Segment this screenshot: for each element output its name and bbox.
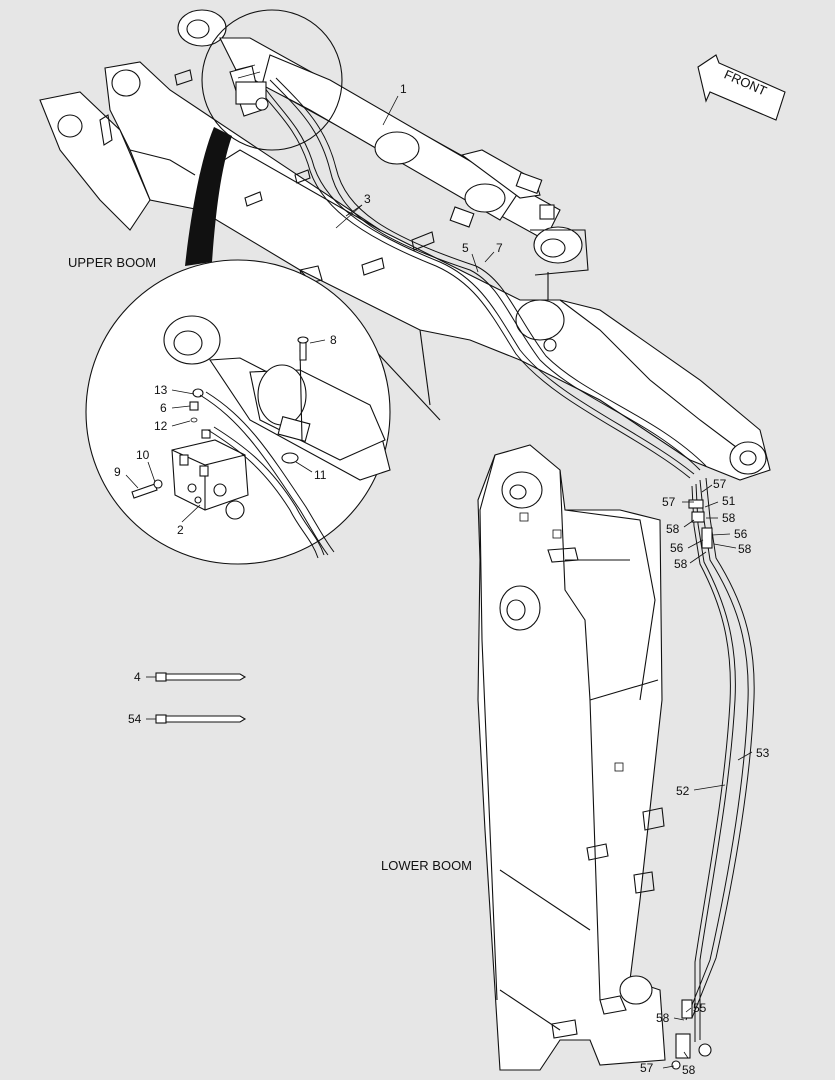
callout-12: 12 bbox=[154, 419, 168, 433]
leader-lines bbox=[125, 95, 753, 1069]
callout-58-d: 58 bbox=[674, 557, 688, 571]
callout-52: 52 bbox=[676, 784, 690, 798]
callout-56-b: 56 bbox=[670, 541, 684, 555]
callout-2: 2 bbox=[177, 523, 184, 537]
callout-55: 55 bbox=[693, 1001, 707, 1015]
callout-5: 5 bbox=[462, 241, 469, 255]
callout-57-bottom: 57 bbox=[640, 1061, 654, 1075]
callout-58-c: 58 bbox=[738, 542, 752, 556]
callout-53: 53 bbox=[756, 746, 770, 760]
top-detail-circle bbox=[201, 9, 343, 151]
detail-circle bbox=[85, 259, 391, 565]
upper-boom-structure bbox=[39, 61, 771, 481]
boom-cylinder bbox=[177, 9, 589, 300]
callout-51: 51 bbox=[722, 494, 736, 508]
callout-6: 6 bbox=[160, 401, 167, 415]
callout-9: 9 bbox=[114, 465, 121, 479]
callout-58-b: 58 bbox=[666, 522, 680, 536]
callout-numbers: 1 3 5 7 8 13 6 12 10 9 11 2 4 54 57 57 5… bbox=[114, 82, 770, 1077]
cable-tie-4 bbox=[155, 672, 247, 682]
zoom-cone bbox=[185, 127, 232, 266]
callout-57-left: 57 bbox=[662, 495, 676, 509]
lower-boom-label: LOWER BOOM bbox=[381, 858, 472, 873]
callout-13: 13 bbox=[154, 383, 168, 397]
callout-3: 3 bbox=[364, 192, 371, 206]
callout-11: 11 bbox=[314, 468, 327, 482]
callout-57-top-right: 57 bbox=[713, 477, 727, 491]
callout-1: 1 bbox=[400, 82, 407, 96]
callout-8: 8 bbox=[330, 333, 337, 347]
callout-10: 10 bbox=[136, 448, 150, 462]
front-direction-arrow: FRONT bbox=[697, 54, 786, 121]
callout-4: 4 bbox=[134, 670, 141, 684]
lower-boom-structure bbox=[477, 444, 666, 1071]
callout-54: 54 bbox=[128, 712, 142, 726]
callout-58-e: 58 bbox=[656, 1011, 670, 1025]
callout-56-a: 56 bbox=[734, 527, 748, 541]
upper-boom-label: UPPER BOOM bbox=[68, 255, 156, 270]
hose-lines-lower bbox=[671, 477, 755, 1070]
callout-58-a: 58 bbox=[722, 511, 736, 525]
callout-58-f: 58 bbox=[682, 1063, 696, 1077]
cable-tie-54 bbox=[155, 714, 247, 724]
callout-7: 7 bbox=[496, 241, 503, 255]
